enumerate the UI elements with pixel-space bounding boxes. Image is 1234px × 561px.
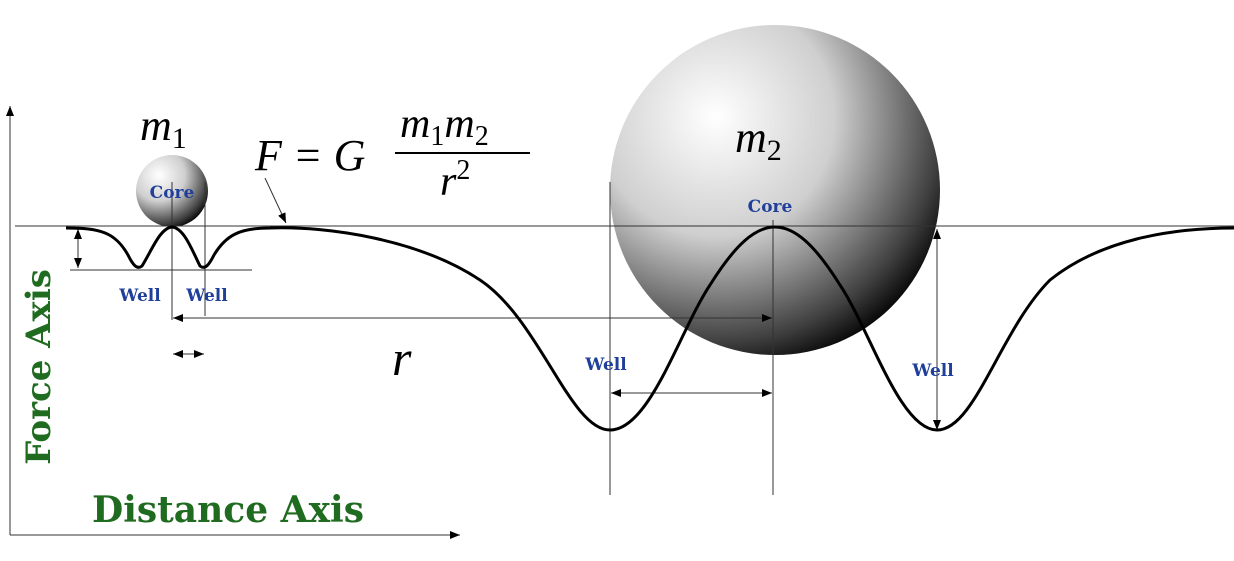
formula-lhs: F = G [254,131,365,180]
formula-numerator: m1m2 [400,101,489,152]
m1-right-well-label: Well [185,286,228,306]
force-axis-title: Force Axis [19,269,59,465]
r-label: r [392,330,412,386]
mass2-sphere [610,25,940,355]
m2-core-label: Core [748,197,793,217]
m1-label: m1 [140,101,187,155]
distance-axis-title: Distance Axis [92,489,364,531]
formula-pointer-arrow [264,177,287,224]
m2-left-well-label: Well [584,355,627,375]
m1-left-well-label: Well [118,286,161,306]
m1-core-label: Core [150,183,195,203]
m2-right-well-label: Well [911,361,954,381]
m2-label: m2 [735,113,782,167]
formula-denominator: r2 [440,155,470,205]
force-curve [65,225,1234,432]
